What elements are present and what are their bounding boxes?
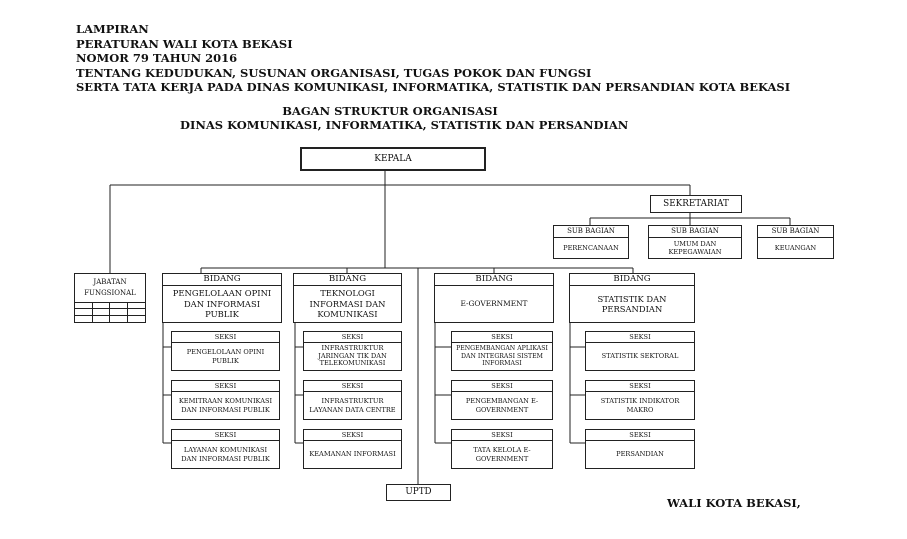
seksi-infrastruktur-data-centre: SEKSI INFRASTRUKTUR LAYANAN DATA CENTRE [303,380,402,420]
bidang-caption: BIDANG [294,274,401,286]
bidang-teknologi-informasi: BIDANG TEKNOLOGI INFORMASI DAN KOMUNIKAS… [293,273,402,323]
jabatan-fungsional-line1: JABATAN [93,278,127,286]
sub-bagian-name: PERENCANAAN [563,244,619,252]
seksi-name-line1: PENGEMBANGAN APLIKASI [456,345,548,353]
header-line-lampiran: LAMPIRAN [76,22,149,36]
seksi-name-line2: GOVERNMENT [475,405,529,414]
seksi-pengembangan-e-government: SEKSI PENGEMBANGAN E- GOVERNMENT [451,380,553,420]
bidang-name-line1: STATISTIK DAN [597,293,667,304]
bidang-caption: BIDANG [163,274,281,286]
seksi-name-line1: PERSANDIAN [616,450,664,459]
document-header: LAMPIRAN PERATURAN WALI KOTA BEKASI NOMO… [76,22,790,95]
seksi-name-line1: TATA KELOLA E- [473,446,531,455]
seksi-name-line3: TELEKOMUNIKASI [319,359,386,368]
kepala-box: KEPALA [300,147,486,171]
header-line-tentang: TENTANG KEDUDUKAN, SUSUNAN ORGANISASI, T… [76,65,592,80]
seksi-statistik-sektoral: SEKSI STATISTIK SEKTORAL [585,331,695,371]
bidang-statistik-persandian: BIDANG STATISTIK DAN PERSANDIAN [569,273,695,323]
sub-bagian-caption: SUB BAGIAN [649,226,741,238]
seksi-name-line2: DAN INFORMASI PUBLIK [181,405,270,414]
sub-bagian-perencanaan: SUB BAGIAN PERENCANAAN [553,225,629,259]
header-line-nomor: NOMOR 79 TAHUN 2016 [76,51,238,66]
jabatan-fungsional-grid [75,303,145,322]
seksi-name-line1: PENGEMBANGAN E- [465,397,539,406]
seksi-name-line2: DAN INFORMASI PUBLIK [181,454,270,463]
chart-title-line1: BAGAN STRUKTUR ORGANISASI [282,104,498,118]
sub-bagian-name-line2: KEPEGAWAIAN [668,248,722,256]
seksi-pengembangan-aplikasi: SEKSI PENGEMBANGAN APLIKASI DAN INTEGRAS… [451,331,553,371]
sub-bagian-name: KEUANGAN [774,244,817,252]
kepala-label: KEPALA [374,153,412,164]
bidang-e-government: BIDANG E-GOVERNMENT [434,273,554,323]
bidang-caption: BIDANG [570,274,694,286]
bidang-name-line2: PERSANDIAN [601,304,663,314]
header-line-peraturan: PERATURAN WALI KOTA BEKASI [76,36,293,51]
seksi-kemitraan-komunikasi: SEKSI KEMITRAAN KOMUNIKASI DAN INFORMASI… [171,380,280,420]
sekretariat-label: SEKRETARIAT [663,198,729,209]
seksi-name-line1: STATISTIK INDIKATOR [600,397,680,406]
bidang-name-line3: KOMUNIKASI [317,309,378,320]
bidang-name-line1: PENGELOLAAN OPINI [172,288,272,299]
jabatan-fungsional-box: JABATAN FUNGSIONAL [74,273,146,323]
sub-bagian-caption: SUB BAGIAN [554,226,628,238]
seksi-tata-kelola-e-government: SEKSI TATA KELOLA E- GOVERNMENT [451,429,553,469]
sekretariat-box: SEKRETARIAT [650,195,742,213]
seksi-name-line1: INFRASTRUKTUR [321,397,384,406]
bidang-name-line1: TEKNOLOGI [320,288,375,299]
seksi-caption: SEKSI [586,430,694,441]
seksi-name-line2: GOVERNMENT [475,454,529,463]
sub-bagian-umum-kepegawaian: SUB BAGIAN UMUM DAN KEPEGAWAIAN [648,225,742,259]
chart-title-line2: DINAS KOMUNIKASI, INFORMATIKA, STATISTIK… [180,118,629,132]
seksi-name-line1: KEAMANAN INFORMASI [309,450,396,459]
uptd-label: UPTD [405,487,432,498]
seksi-caption: SEKSI [172,332,279,343]
bidang-name-line2: DAN INFORMASI [183,298,261,309]
header-line-serta: SERTA TATA KERJA PADA DINAS KOMUNIKASI, … [76,80,791,95]
seksi-caption: SEKSI [172,430,279,441]
seksi-name-line2: PUBLIK [212,356,239,365]
bidang-name-line3: PUBLIK [205,309,239,320]
seksi-caption: SEKSI [452,381,552,392]
seksi-infrastruktur-jaringan: SEKSI INFRASTRUKTUR JARINGAN TIK DAN TEL… [303,331,402,371]
seksi-persandian: SEKSI PERSANDIAN [585,429,695,469]
seksi-name-line1: KEMITRAAN KOMUNIKASI [178,397,273,406]
seksi-name-line3: INFORMASI [482,360,522,368]
seksi-layanan-komunikasi: SEKSI LAYANAN KOMUNIKASI DAN INFORMASI P… [171,429,280,469]
seksi-name-line2: LAYANAN DATA CENTRE [309,405,396,414]
seksi-name-line2: DAN INTEGRASI SISTEM [461,352,543,360]
seksi-caption: SEKSI [586,332,694,343]
seksi-name-line1: STATISTIK SEKTORAL [601,352,679,361]
seksi-caption: SEKSI [452,332,552,343]
sub-bagian-keuangan: SUB BAGIAN KEUANGAN [757,225,834,259]
bidang-opini-informasi-publik: BIDANG PENGELOLAAN OPINI DAN INFORMASI P… [162,273,282,323]
seksi-name-line1: LAYANAN KOMUNIKASI [183,446,268,455]
seksi-name-line1: INFRASTRUKTUR [321,343,384,352]
seksi-statistik-indikator-makro: SEKSI STATISTIK INDIKATOR MAKRO [585,380,695,420]
bidang-name-line1: E-GOVERNMENT [460,298,528,308]
jabatan-fungsional-line2: FUNGSIONAL [84,289,136,297]
seksi-name-line1: PENGELOLAAN OPINI [186,348,265,357]
seksi-caption: SEKSI [304,381,401,392]
seksi-name-line2: JARINGAN TIK DAN [318,351,387,360]
bidang-caption: BIDANG [435,274,553,286]
seksi-caption: SEKSI [586,381,694,392]
uptd-box: UPTD [386,484,451,501]
seksi-caption: SEKSI [172,381,279,392]
seksi-pengelolaan-opini-publik: SEKSI PENGELOLAAN OPINI PUBLIK [171,331,280,371]
seksi-caption: SEKSI [304,430,401,441]
seksi-keamanan-informasi: SEKSI KEAMANAN INFORMASI [303,429,402,469]
sub-bagian-name-line1: UMUM DAN [673,240,717,248]
seksi-name-line2: MAKRO [626,405,654,414]
seksi-caption: SEKSI [304,332,401,343]
signature-wali-kota: WALI KOTA BEKASI, [667,496,801,510]
bidang-name-line2: INFORMASI DAN [309,298,386,309]
seksi-caption: SEKSI [452,430,552,441]
sub-bagian-caption: SUB BAGIAN [758,226,833,238]
